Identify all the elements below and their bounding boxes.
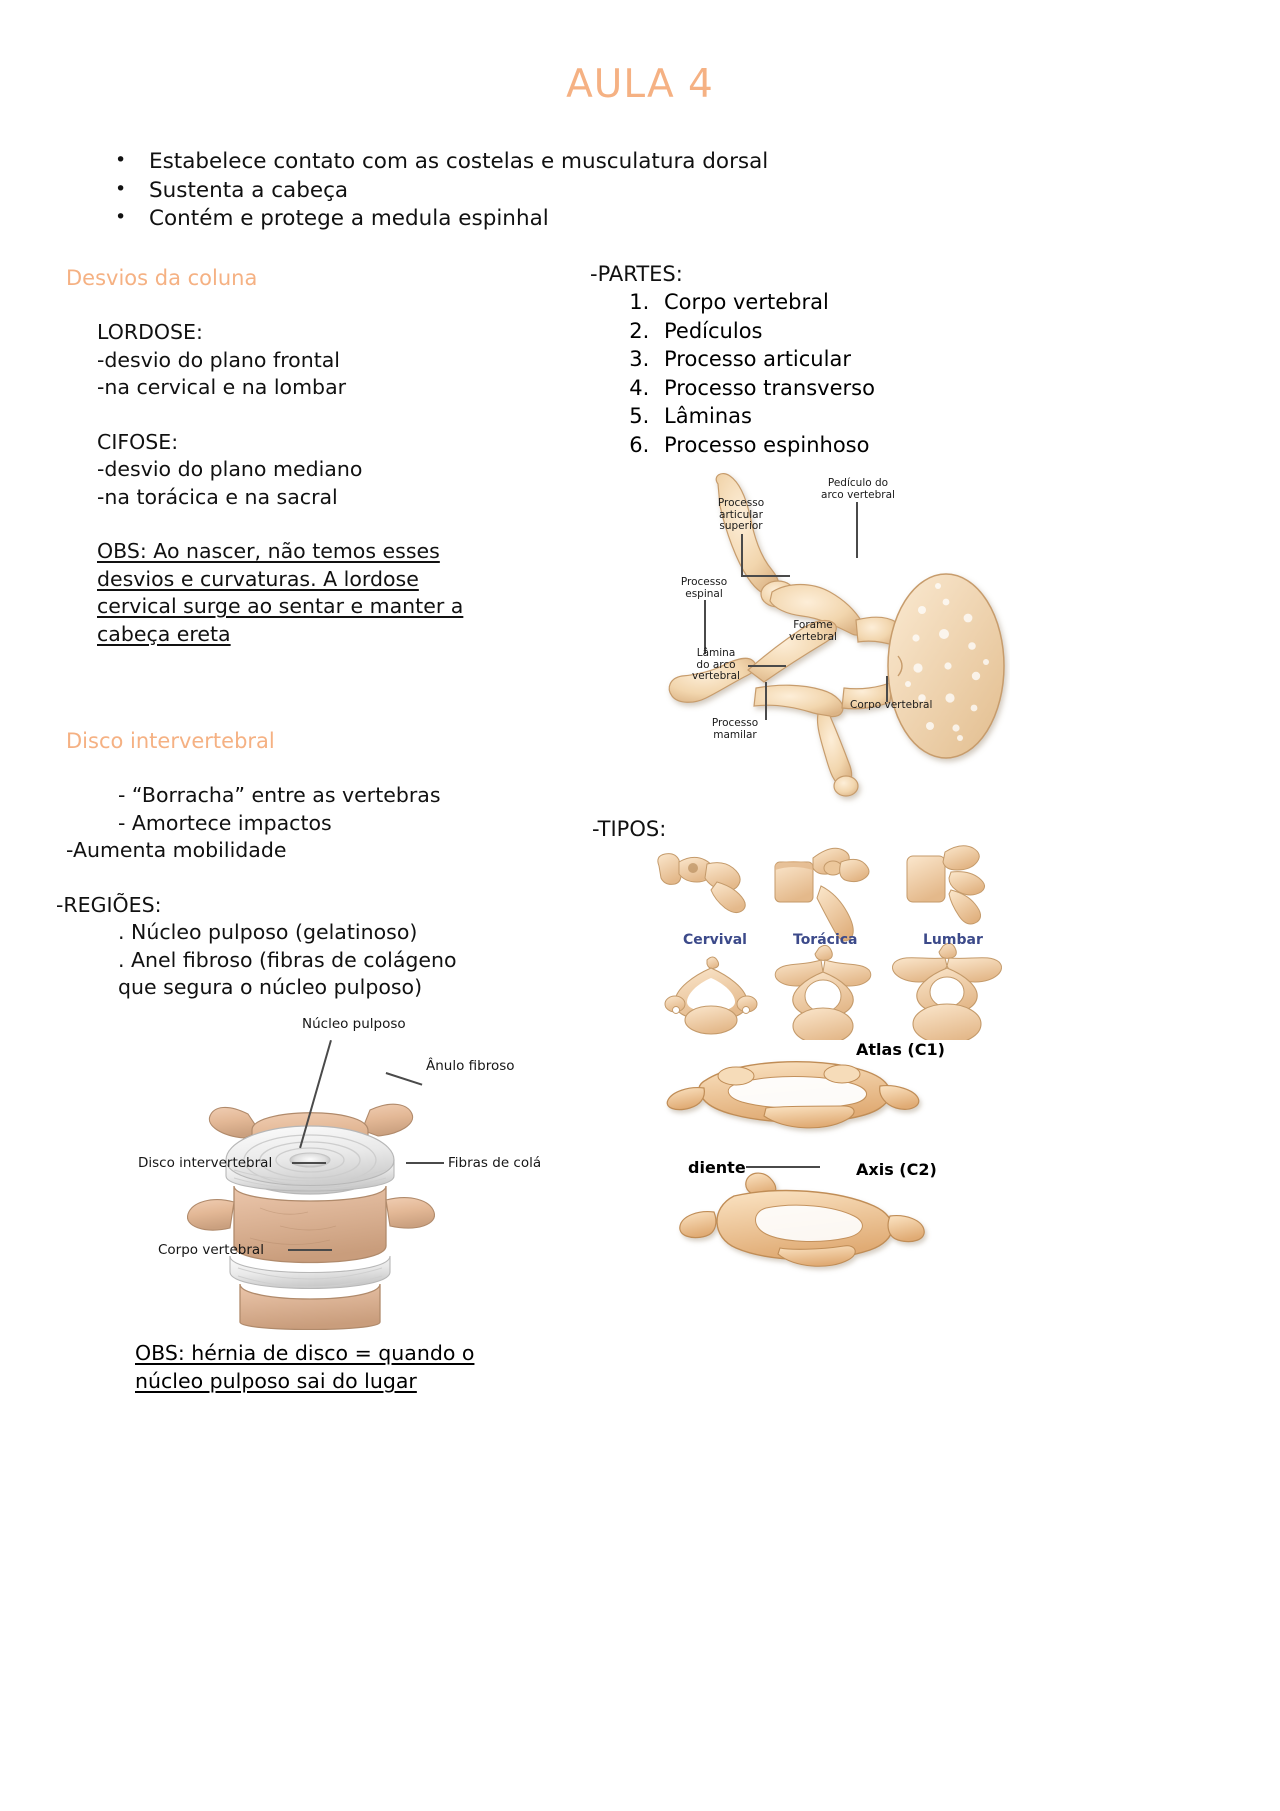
section-heading-disco: Disco intervertebral bbox=[66, 729, 275, 753]
list-item: Contém e protege a medula espinhal bbox=[103, 203, 903, 234]
disco-extra: -Aumenta mobilidade bbox=[66, 838, 287, 862]
obs-note-curvaturas: OBS: Ao nascer, não temos esses desvios … bbox=[97, 538, 566, 648]
label-lamina-arco-vertebral: Lâmina do arco vertebral bbox=[692, 647, 740, 682]
regioes-item-2: . Anel fibroso (fibras de colágeno bbox=[118, 947, 457, 972]
disco-bullet-2: - Amortece impactos bbox=[118, 810, 332, 835]
cifose-title: CIFOSE: bbox=[97, 429, 179, 454]
obs-line: desvios e curvaturas. A lordose bbox=[97, 566, 419, 591]
label-type-toracica: Torácica bbox=[793, 932, 858, 948]
list-item: Processo espinhoso bbox=[656, 431, 1060, 460]
vertebra-superior-illustration bbox=[668, 472, 1005, 797]
obs-line: OBS: hérnia de disco = quando o bbox=[135, 1341, 475, 1365]
page-title: AULA 4 bbox=[566, 62, 714, 107]
regioes-label: -REGIÕES: bbox=[56, 892, 162, 917]
list-item: Processo transverso bbox=[656, 374, 1060, 403]
left-column: Desvios da coluna LORDOSE: -desvio do pl… bbox=[56, 265, 566, 1002]
obs-line: núcleo pulposo sai do lugar bbox=[135, 1368, 417, 1393]
label-forame-vertebral: Forame vertebral bbox=[789, 619, 837, 643]
label-processo-mamilar: Processo mamilar bbox=[711, 717, 759, 741]
obs-line: cabeça ereta bbox=[97, 621, 231, 646]
list-item: Lâminas bbox=[656, 402, 1060, 431]
regioes-item-3: que segura o núcleo pulposo) bbox=[118, 975, 423, 999]
label-corpo-vertebral: Corpo vertebral bbox=[850, 699, 933, 711]
lordose-line-2: -na cervical e na lombar bbox=[97, 375, 347, 399]
leader-line bbox=[748, 665, 786, 667]
leader-line bbox=[741, 534, 743, 576]
cifose-line-2: -na torácica e na sacral bbox=[97, 484, 338, 509]
leader-line bbox=[746, 1166, 820, 1168]
label-type-cervival: Cervival bbox=[683, 932, 747, 948]
list-item: Sustenta a cabeça bbox=[103, 175, 903, 206]
spacer bbox=[66, 402, 566, 429]
list-item: Estabelece contato com as costelas e mus… bbox=[103, 146, 903, 177]
leader-line bbox=[406, 1162, 444, 1164]
tipos-label: -TIPOS: bbox=[592, 817, 667, 841]
intro-bullet-list: Estabelece contato com as costelas e mus… bbox=[103, 146, 903, 234]
label-fibras-colageno: Fibras de colá bbox=[448, 1155, 542, 1171]
label-anulo-fibroso: Ânulo fibroso bbox=[426, 1058, 515, 1074]
spacer bbox=[66, 511, 566, 538]
figure-intervertebral-disc: Núcleo pulposo Ânulo fibroso Disco inter… bbox=[130, 1010, 590, 1330]
figure-atlas-axis: Atlas (C1) Axis (C2) diente bbox=[660, 1040, 1030, 1290]
list-item: Pedículos bbox=[656, 317, 1060, 346]
lordose-title: LORDOSE: bbox=[97, 320, 203, 344]
leader-line bbox=[741, 575, 790, 577]
leader-line bbox=[856, 502, 858, 558]
list-item: Processo articular bbox=[656, 345, 1060, 374]
list-item: Corpo vertebral bbox=[656, 288, 1060, 317]
label-type-lumbar: Lumbar bbox=[923, 932, 983, 948]
label-diente: diente bbox=[688, 1158, 746, 1177]
partes-label: -PARTES: bbox=[590, 262, 683, 286]
section-heading-desvios: Desvios da coluna bbox=[66, 266, 258, 290]
figure-vertebra-types: Cervival Torácica Lumbar bbox=[645, 840, 1025, 1040]
label-processo-articular-superior: Processo articular superior bbox=[717, 497, 765, 532]
regioes-item-1: . Núcleo pulposo (gelatinoso) bbox=[118, 920, 418, 944]
label-disco-intervertebral: Disco intervertebral bbox=[138, 1155, 273, 1171]
leader-line bbox=[765, 682, 767, 720]
right-column: -PARTES: Corpo vertebral Pedículos Proce… bbox=[590, 260, 1060, 460]
obs-note-hernia: OBS: hérnia de disco = quando o núcleo p… bbox=[135, 1340, 474, 1395]
spacer bbox=[66, 865, 566, 892]
leader-line bbox=[292, 1162, 326, 1164]
label-axis-c2: Axis (C2) bbox=[856, 1160, 937, 1179]
label-pediculo-arco-vertebral: Pedículo do arco vertebral bbox=[821, 477, 895, 501]
label-atlas-c1: Atlas (C1) bbox=[856, 1040, 945, 1059]
leader-line bbox=[288, 1249, 332, 1251]
partes-list: Corpo vertebral Pedículos Processo artic… bbox=[590, 288, 1060, 460]
lordose-line-1: -desvio do plano frontal bbox=[97, 347, 341, 372]
label-nucleo-pulposo: Núcleo pulposo bbox=[302, 1016, 406, 1032]
label-processo-espinal: Processo espinal bbox=[680, 576, 728, 600]
atlas-axis-illustration bbox=[666, 1061, 925, 1267]
obs-line: OBS: Ao nascer, não temos esses bbox=[97, 539, 440, 563]
cifose-line-1: -desvio do plano mediano bbox=[97, 457, 363, 481]
disco-bullet-1: - “Borracha” entre as vertebras bbox=[118, 783, 441, 807]
leader-line bbox=[704, 600, 706, 654]
obs-line: cervical surge ao sentar e manter a bbox=[97, 594, 464, 618]
disc-illustration bbox=[187, 1103, 435, 1330]
label-corpo-vertebral-disc: Corpo vertebral bbox=[158, 1242, 264, 1258]
figure-vertebra-superior-view: Processo articular superior Pedículo do … bbox=[660, 470, 1010, 810]
spacer bbox=[66, 648, 566, 728]
leader-line bbox=[886, 676, 888, 702]
vertebra-types-illustration bbox=[657, 845, 1002, 1040]
